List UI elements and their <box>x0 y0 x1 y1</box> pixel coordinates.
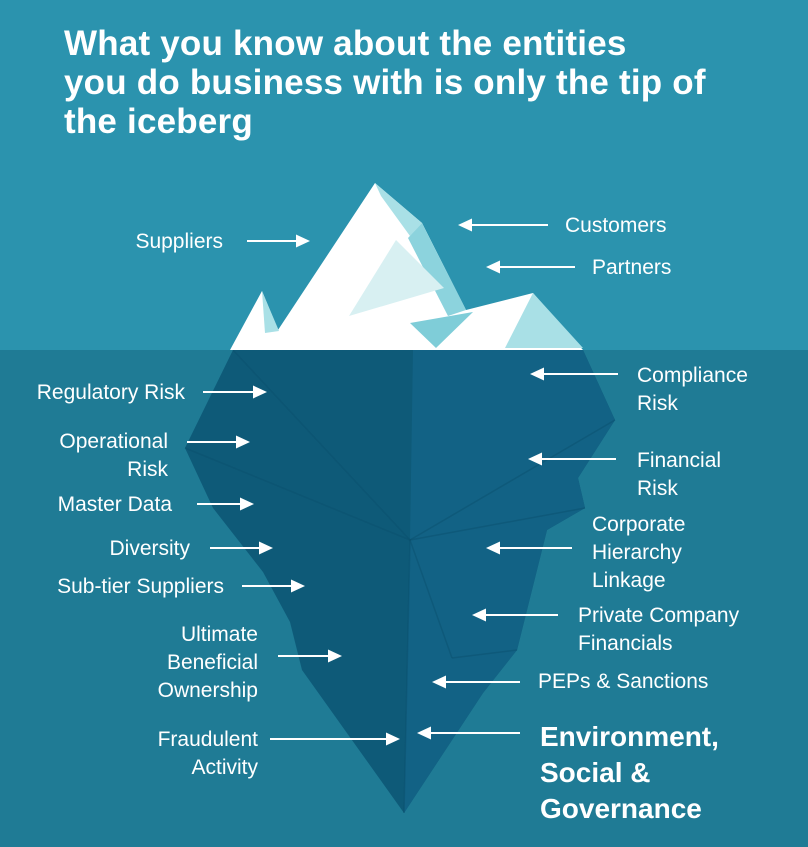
label-fraudulent-activity: Fraudulent Activity <box>157 728 258 779</box>
esg-arrow <box>417 726 520 740</box>
label-partners: Partners <box>592 256 672 279</box>
facet-edge-line <box>232 349 411 541</box>
page-title: What you know about the entities you do … <box>64 24 706 141</box>
peps-sanctions-arrow <box>432 675 520 689</box>
facet-edge-line <box>409 507 586 541</box>
suppliers-arrow <box>247 234 310 248</box>
private-company-arrow <box>472 608 558 622</box>
iceberg-tip-facet-light <box>349 240 444 316</box>
customers-arrow <box>458 218 548 232</box>
financial-risk-arrow <box>528 452 616 466</box>
iceberg-submerged-facet <box>404 350 615 813</box>
label-financial-risk: Financial Risk <box>637 449 722 500</box>
master-data-arrow <box>197 497 254 511</box>
regulatory-risk-arrow <box>203 385 267 399</box>
iceberg-tip-facet-saddle <box>410 312 473 348</box>
label-diversity: Diversity <box>109 537 190 560</box>
facet-edge-line <box>184 447 411 541</box>
partners-arrow <box>486 260 575 274</box>
iceberg-tip-facet-right-peak <box>505 293 583 348</box>
label-corporate-hierarchy-linkage: Corporate Hierarchy Linkage <box>592 513 686 592</box>
facet-edge-line <box>409 539 453 659</box>
operational-risk-arrow <box>187 435 250 449</box>
label-peps-sanctions: PEPs & Sanctions <box>538 670 709 693</box>
iceberg-facet-edges <box>184 349 616 814</box>
sub-tier-suppliers-arrow <box>242 579 305 593</box>
label-suppliers: Suppliers <box>135 230 223 253</box>
facet-edge-line <box>403 539 411 814</box>
callout-arrows <box>187 218 618 746</box>
iceberg-tip-facet-lower-band <box>408 223 466 316</box>
label-regulatory-risk: Regulatory Risk <box>36 381 185 404</box>
iceberg-above-water <box>230 183 583 350</box>
label-compliance-risk: Compliance Risk <box>637 364 748 415</box>
label-ultimate-beneficial-ownership: Ultimate Beneficial Ownership <box>157 623 258 702</box>
label-sub-tier-suppliers: Sub-tier Suppliers <box>57 575 224 598</box>
label-master-data: Master Data <box>57 493 172 516</box>
corporate-hierarchy-arrow <box>486 541 572 555</box>
compliance-risk-arrow <box>530 367 618 381</box>
fraudulent-activity-arrow <box>270 732 400 746</box>
iceberg-below-water <box>184 349 616 814</box>
facet-edge-line <box>451 649 518 659</box>
label-environment-social-governance: Environment, Social & Governance <box>540 721 719 824</box>
label-private-company-financials: Private Company Financials <box>578 604 740 655</box>
facet-edge-line <box>409 419 616 541</box>
ultimate-beneficial-ownership-arrow <box>278 649 342 663</box>
iceberg-tip-facet-upper-band <box>375 183 422 236</box>
diversity-arrow <box>210 541 273 555</box>
label-operational-risk: Operational Risk <box>59 430 168 481</box>
iceberg-tip-facet-small-peak <box>262 291 279 333</box>
label-customers: Customers <box>565 214 667 237</box>
